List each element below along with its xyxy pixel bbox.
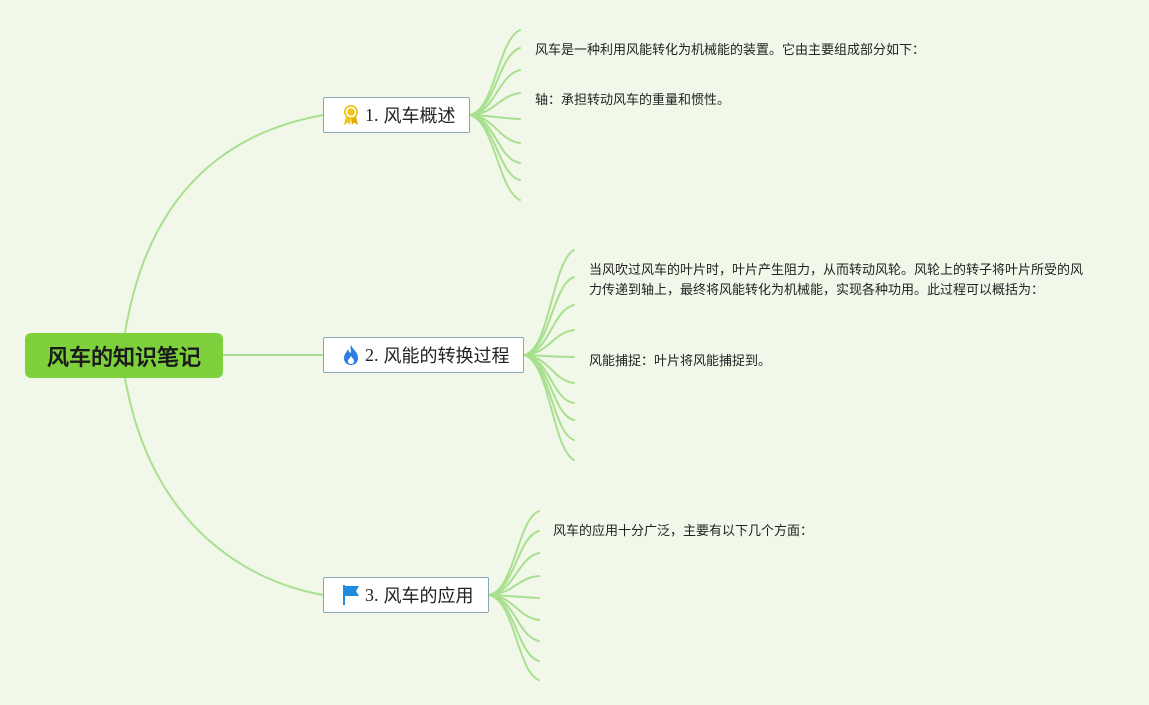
note-item[interactable]: 风能捕捉：叶片将风能捕捉到。 xyxy=(589,354,772,369)
flag-icon xyxy=(341,584,361,606)
topic-title: 风车概述 xyxy=(383,106,456,126)
topic-number: 3. xyxy=(365,584,379,605)
fire-icon xyxy=(341,344,361,366)
connector-root-topic-3 xyxy=(124,377,324,596)
note-item[interactable]: 风车的应用十分广泛，主要有以下几个方面： xyxy=(553,524,814,539)
topic-applications[interactable]: 3. 风车的应用 xyxy=(323,577,489,613)
topic-number: 1. xyxy=(365,104,379,125)
root-topic-label: 风车的知识笔记 xyxy=(46,345,201,371)
note-item[interactable]: 轴：承担转动风车的重量和惯性。 xyxy=(535,93,731,108)
topic-title: 风车的应用 xyxy=(383,586,474,606)
topic-overview[interactable]: 1. 风车概述 xyxy=(323,97,470,133)
root-topic[interactable]: 风车的知识笔记 xyxy=(25,333,223,378)
note-item[interactable]: 当风吹过风车的叶片时，叶片产生阻力，从而转动风轮。风轮上的转子将叶片所受的风力传… xyxy=(589,263,1084,298)
ribbon-award-icon xyxy=(341,104,361,126)
topic-energy-conversion[interactable]: 2. 风能的转换过程 xyxy=(323,337,524,373)
connector-root-topic-1 xyxy=(124,114,324,334)
topic-number: 2. xyxy=(365,344,379,365)
topic-title: 风能的转换过程 xyxy=(383,346,510,366)
note-item[interactable]: 风车是一种利用风能转化为机械能的装置。它由主要组成部分如下： xyxy=(535,43,926,58)
